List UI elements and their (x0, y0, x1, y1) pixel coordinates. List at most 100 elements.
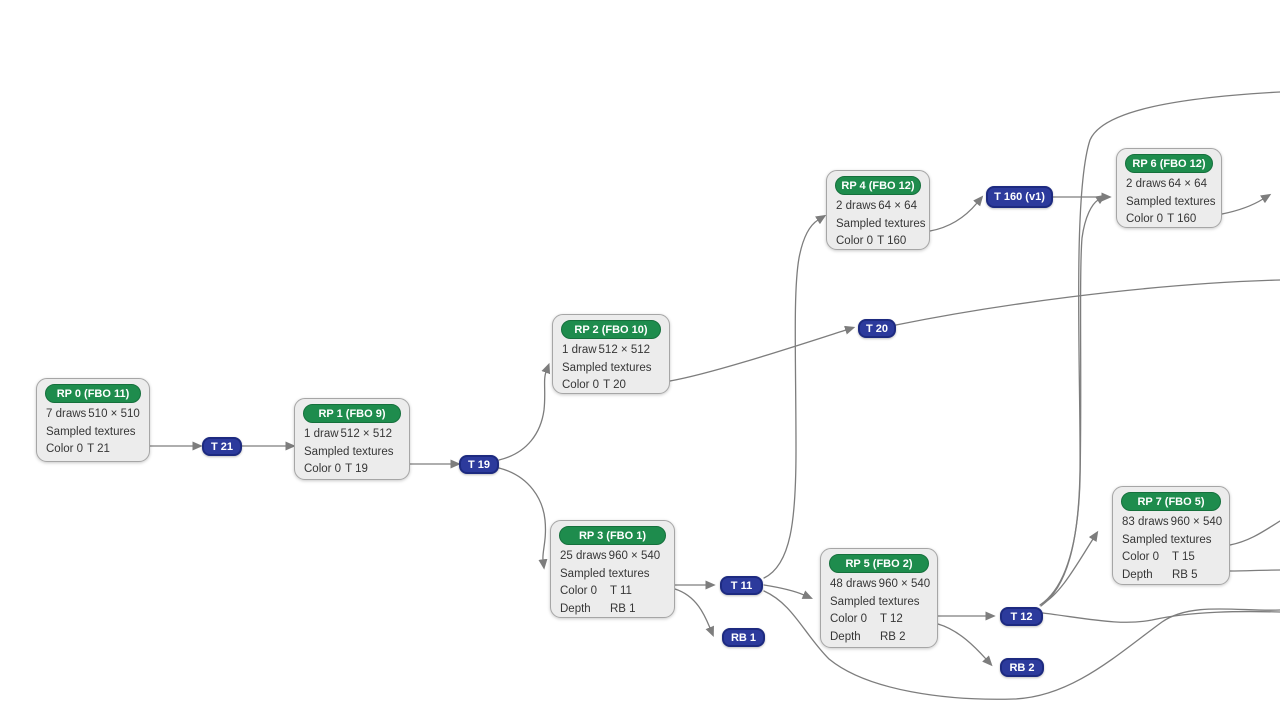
graph-edge-t19-to-rp2 (498, 362, 551, 461)
row-value: T 160 (1167, 213, 1197, 225)
row-label: Depth (1122, 568, 1153, 581)
resource-pill-t160[interactable]: T 160 (v1) (986, 186, 1053, 208)
row-value: T 15 (1172, 551, 1195, 563)
row-label: Sampled textures (830, 595, 920, 608)
row-label: Sampled textures (1122, 533, 1212, 546)
row-label: Color 0 (46, 443, 84, 455)
render-pass-row: Sampled textures (1117, 194, 1221, 212)
graph-edge-t20-to-offscreen-right (895, 279, 1280, 326)
row-label: Sampled textures (562, 361, 652, 374)
graph-edge-rp5-to-rb2 (937, 623, 993, 667)
row-value: T 21 (87, 443, 110, 455)
render-pass-row: Sampled textures (37, 424, 149, 442)
resource-pill-t12[interactable]: T 12 (1000, 607, 1043, 626)
row-value: 512 × 512 (598, 344, 651, 356)
render-pass-title: RP 1 (FBO 9) (303, 404, 401, 423)
render-pass-row: Sampled textures (551, 566, 674, 584)
graph-edge-t19-to-rp3 (498, 467, 548, 570)
render-pass-title: RP 5 (FBO 2) (829, 554, 929, 573)
render-pass-title: RP 6 (FBO 12) (1125, 154, 1213, 173)
resource-pill-t11[interactable]: T 11 (720, 576, 763, 595)
row-label: 83 draws (1122, 516, 1169, 528)
resource-pill-t20[interactable]: T 20 (858, 319, 896, 338)
row-label: Color 0 (304, 463, 342, 475)
graph-edge-rp3-to-rb1 (674, 588, 714, 638)
resource-pill-t19[interactable]: T 19 (459, 455, 499, 474)
graph-edge-rp6-to-offscreen-right (1221, 193, 1272, 215)
row-label: Sampled textures (560, 567, 650, 580)
row-value: T 20 (603, 379, 626, 391)
graph-edge-t12-to-rp7 (1041, 530, 1099, 605)
render-pass-title: RP 0 (FBO 11) (45, 384, 141, 403)
graph-edge-rp4-to-t160 (929, 195, 984, 232)
row-value: 64 × 64 (1168, 178, 1207, 190)
render-pass-row: Sampled textures (553, 360, 669, 378)
row-label: 7 draws (46, 408, 87, 420)
row-label: Color 0 (1126, 213, 1164, 225)
render-pass-row: Depth RB 2 (821, 629, 937, 647)
render-pass-row: Color 0 T 11 (551, 583, 674, 601)
graph-edge-t11-to-offscreen-right (763, 590, 1280, 700)
row-value: 960 × 540 (608, 550, 661, 562)
row-label: 2 draws (836, 200, 877, 212)
row-label: 1 draw (562, 344, 597, 356)
row-value: RB 5 (1172, 568, 1198, 581)
row-value: RB 1 (610, 602, 636, 615)
render-pass-title: RP 3 (FBO 1) (559, 526, 666, 545)
row-label: 2 draws (1126, 178, 1167, 190)
row-label: Color 0 (1122, 551, 1160, 563)
row-value: T 160 (877, 235, 907, 247)
row-label: Sampled textures (46, 425, 136, 438)
graph-edge-rp7-to-offscreen-right (1229, 520, 1280, 546)
row-value: 64 × 64 (878, 200, 917, 212)
row-label: Depth (830, 630, 861, 643)
row-label: 1 draw (304, 428, 339, 440)
row-value: RB 2 (880, 630, 906, 643)
resource-pill-rb2[interactable]: RB 2 (1000, 658, 1044, 677)
render-pass-row: Sampled textures (827, 216, 929, 234)
render-pass-title: RP 4 (FBO 12) (835, 176, 921, 195)
row-label: Sampled textures (304, 445, 394, 458)
render-pass-row: Sampled textures (821, 594, 937, 612)
row-label: Color 0 (560, 585, 598, 597)
graph-edge-t12-to-offscreen-right (1042, 610, 1280, 623)
row-label: Sampled textures (836, 217, 926, 230)
render-pass-row: Sampled textures (295, 444, 409, 462)
row-label: Color 0 (830, 613, 868, 625)
render-pass-row: Sampled textures (1113, 532, 1229, 550)
graph-edge-t11-to-rp4 (763, 214, 827, 579)
row-value: T 11 (610, 585, 632, 597)
row-label: 25 draws (560, 550, 607, 562)
row-label: Depth (560, 602, 591, 615)
row-value: 512 × 512 (340, 428, 393, 440)
resource-pill-t21[interactable]: T 21 (202, 437, 242, 456)
row-label: Color 0 (836, 235, 874, 247)
graph-edge-t12-to-offscreen-top-right (1040, 91, 1280, 607)
resource-pill-rb1[interactable]: RB 1 (722, 628, 765, 647)
row-value: T 19 (345, 463, 368, 475)
render-pass-row: Color 0 T 15 (1113, 549, 1229, 567)
row-label: Sampled textures (1126, 195, 1216, 208)
